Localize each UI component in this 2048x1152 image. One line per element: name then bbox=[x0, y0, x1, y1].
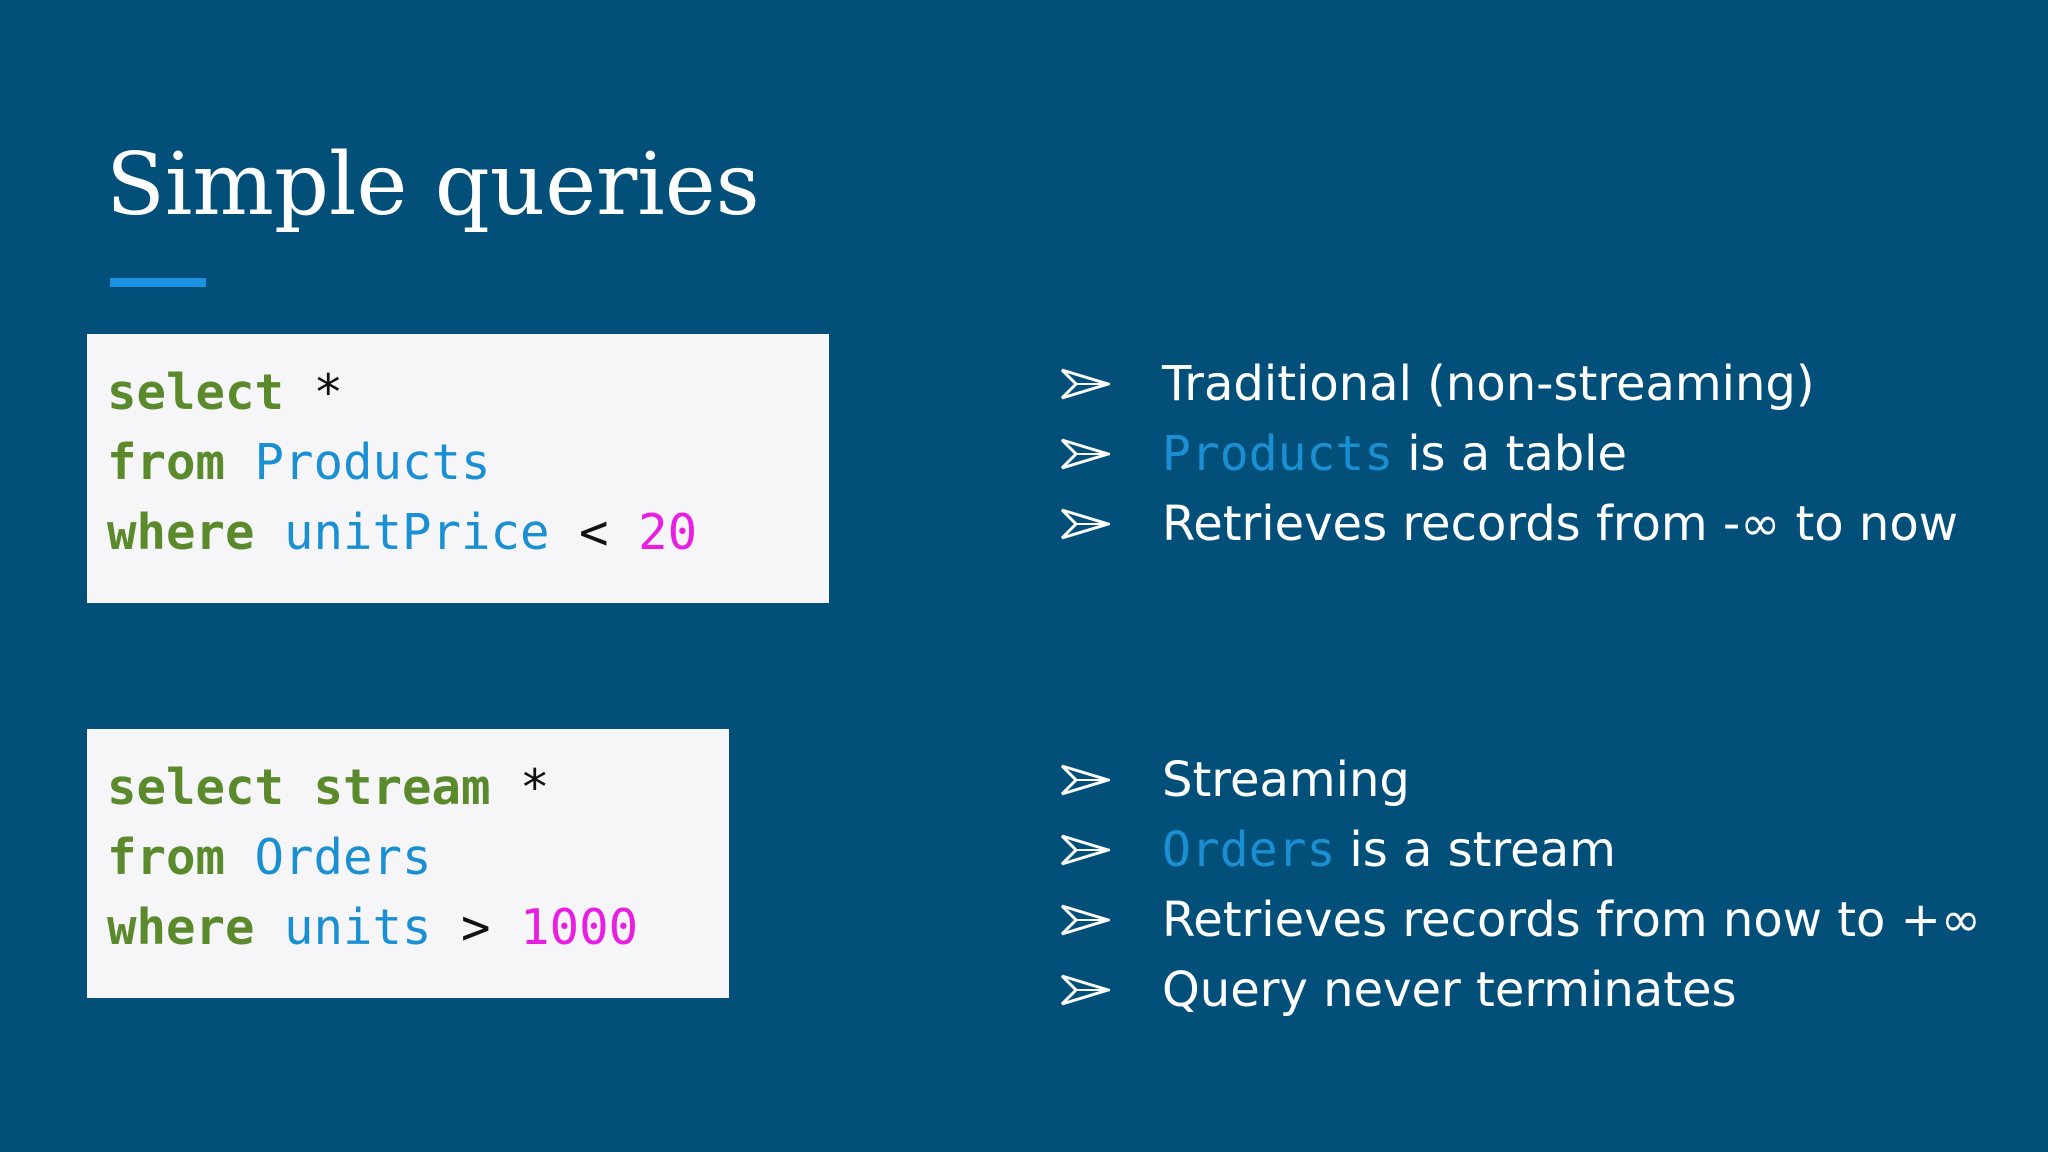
bullet-text: Traditional (non-streaming) bbox=[1162, 356, 1815, 412]
sql-keyword: where bbox=[107, 504, 255, 561]
bullet-item: Retrieves records from -∞ to now bbox=[1060, 489, 1958, 559]
sql-number: 1000 bbox=[520, 899, 639, 956]
sql-keyword: where bbox=[107, 899, 255, 956]
sql-keyword: from bbox=[107, 434, 226, 491]
bullet-text: Query never terminates bbox=[1162, 962, 1737, 1018]
bullet-list-table: Traditional (non-streaming) Products is … bbox=[1060, 349, 1958, 559]
bullet-text: is a table bbox=[1407, 426, 1628, 482]
bullet-text: Streaming bbox=[1162, 752, 1410, 808]
arrowhead-bullet-icon bbox=[1060, 434, 1110, 474]
bullet-text: Retrieves records from now to +∞ bbox=[1162, 892, 1981, 948]
sql-identifier: units bbox=[284, 899, 432, 956]
code-line: from Products bbox=[107, 428, 829, 498]
code-block-stream-query: select stream * from Orders where units … bbox=[87, 729, 729, 998]
bullet-item: Orders is a stream bbox=[1060, 815, 1981, 885]
code-line: select stream * bbox=[107, 753, 729, 823]
title-underline bbox=[110, 278, 206, 287]
arrowhead-bullet-icon bbox=[1060, 900, 1110, 940]
bullet-item: Products is a table bbox=[1060, 419, 1958, 489]
slide-title: Simple queries bbox=[106, 135, 760, 235]
arrowhead-bullet-icon bbox=[1060, 504, 1110, 544]
code-line: from Orders bbox=[107, 823, 729, 893]
arrowhead-bullet-icon bbox=[1060, 760, 1110, 800]
sql-keyword: select stream bbox=[107, 759, 491, 816]
code-line: select * bbox=[107, 358, 829, 428]
sql-keyword: from bbox=[107, 829, 226, 886]
sql-identifier: Products bbox=[254, 434, 491, 491]
arrowhead-bullet-icon bbox=[1060, 830, 1110, 870]
sql-identifier: unitPrice bbox=[284, 504, 550, 561]
bullet-item: Query never terminates bbox=[1060, 955, 1981, 1025]
inline-code-identifier: Products bbox=[1162, 426, 1394, 482]
code-line: where unitPrice < 20 bbox=[107, 498, 829, 568]
sql-operator: > bbox=[431, 899, 521, 956]
arrowhead-bullet-icon bbox=[1060, 364, 1110, 404]
inline-code-identifier: Orders bbox=[1162, 822, 1336, 878]
bullet-text: is a stream bbox=[1349, 822, 1616, 878]
bullet-list-stream: Streaming Orders is a stream Retrieves r… bbox=[1060, 745, 1981, 1025]
sql-number: 20 bbox=[638, 504, 698, 561]
code-line: where units > 1000 bbox=[107, 893, 729, 963]
bullet-text: Retrieves records from -∞ to now bbox=[1162, 496, 1958, 552]
sql-identifier: Orders bbox=[254, 829, 432, 886]
arrowhead-bullet-icon bbox=[1060, 970, 1110, 1010]
sql-wildcard: * bbox=[284, 364, 344, 421]
bullet-item: Traditional (non-streaming) bbox=[1060, 349, 1958, 419]
sql-operator: < bbox=[549, 504, 639, 561]
bullet-item: Retrieves records from now to +∞ bbox=[1060, 885, 1981, 955]
sql-wildcard: * bbox=[490, 759, 550, 816]
code-block-table-query: select * from Products where unitPrice <… bbox=[87, 334, 829, 603]
sql-keyword: select bbox=[107, 364, 285, 421]
bullet-item: Streaming bbox=[1060, 745, 1981, 815]
